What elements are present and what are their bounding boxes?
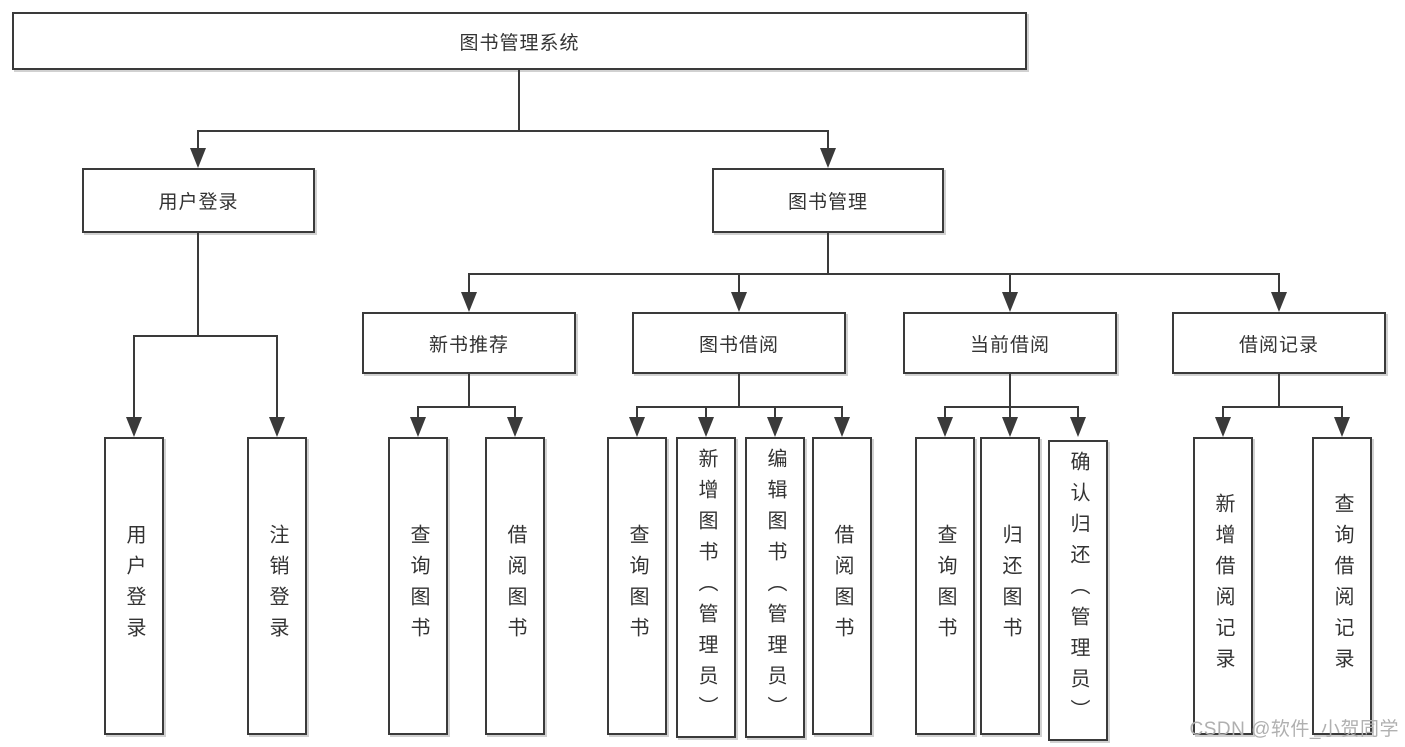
- connector-current-borrow-bar: [944, 406, 1079, 408]
- connector-stem-leaf-logout: [276, 335, 278, 419]
- node-book-management: 图书管理: [712, 168, 944, 233]
- leaf-user-login: 用户登录: [104, 437, 164, 735]
- leaf-query-books-current: 查询图书: [915, 437, 975, 735]
- connector-child-stem: [944, 406, 946, 419]
- arrowhead-down: [269, 417, 285, 437]
- connector-book-borrow-stem: [738, 374, 740, 406]
- connector-child-stem: [1222, 406, 1224, 419]
- connector-new-book-bar: [417, 406, 516, 408]
- leaf-return-book: 归还图书: [980, 437, 1040, 735]
- connector-child-stem: [1341, 406, 1343, 419]
- arrowhead-down: [190, 148, 206, 168]
- connector-borrow-records-bar: [1222, 406, 1343, 408]
- connector-current-borrow-stem: [1009, 374, 1011, 406]
- arrowhead-down: [461, 292, 477, 312]
- leaf-logout: 注销登录: [247, 437, 307, 735]
- arrowhead-down: [1070, 417, 1086, 437]
- connector-stem-borrow-records: [1278, 273, 1280, 293]
- csdn-watermark: CSDN @软件_小贺同学: [1189, 719, 1399, 740]
- connector-stem-user-login: [197, 130, 199, 150]
- connector-book-management-bar: [468, 273, 1280, 275]
- arrowhead-down: [629, 417, 645, 437]
- connector-stem-new-book: [468, 273, 470, 293]
- leaf-add-borrow-record: 新增借阅记录: [1193, 437, 1253, 735]
- leaf-borrow-books: 借阅图书: [812, 437, 872, 735]
- connector-book-management-stem: [827, 233, 829, 273]
- connector-user-login-stem: [197, 233, 199, 335]
- arrowhead-down: [1002, 417, 1018, 437]
- leaf-query-books-borrow: 查询图书: [607, 437, 667, 735]
- connector-stem-current-borrow: [1009, 273, 1011, 293]
- connector-root-stem: [518, 70, 520, 130]
- node-new-book-recommend: 新书推荐: [362, 312, 576, 374]
- connector-child-stem: [636, 406, 638, 419]
- arrowhead-down: [937, 417, 953, 437]
- arrowhead-down: [507, 417, 523, 437]
- connector-borrow-records-stem: [1278, 374, 1280, 406]
- leaf-add-book-admin: 新增图书（管理员）: [676, 437, 736, 738]
- connector-stem-book-borrow: [738, 273, 740, 293]
- connector-book-borrow-bar: [636, 406, 843, 408]
- leaf-edit-book-admin: 编辑图书（管理员）: [745, 437, 805, 738]
- leaf-query-borrow-record: 查询借阅记录: [1312, 437, 1372, 735]
- connector-stem-leaf-user-login: [133, 335, 135, 419]
- connector-child-stem: [514, 406, 516, 419]
- connector-child-stem: [417, 406, 419, 419]
- leaf-borrow-books-recommend: 借阅图书: [485, 437, 545, 735]
- connector-root-bar: [197, 130, 829, 132]
- node-user-login: 用户登录: [82, 168, 315, 233]
- arrowhead-down: [1271, 292, 1287, 312]
- arrowhead-down: [834, 417, 850, 437]
- arrowhead-down: [820, 148, 836, 168]
- arrowhead-down: [1334, 417, 1350, 437]
- connector-new-book-stem: [468, 374, 470, 406]
- leaf-confirm-return-admin: 确认归还（管理员）: [1048, 440, 1108, 741]
- connector-stem-book-management: [827, 130, 829, 150]
- arrowhead-down: [767, 417, 783, 437]
- arrowhead-down: [698, 417, 714, 437]
- node-book-borrow: 图书借阅: [632, 312, 846, 374]
- connector-child-stem: [774, 406, 776, 419]
- arrowhead-down: [1215, 417, 1231, 437]
- connector-child-stem: [1009, 406, 1011, 419]
- node-borrow-records: 借阅记录: [1172, 312, 1386, 374]
- leaf-query-books-recommend: 查询图书: [388, 437, 448, 735]
- arrowhead-down: [410, 417, 426, 437]
- connector-child-stem: [1077, 406, 1079, 419]
- arrowhead-down: [1002, 292, 1018, 312]
- arrowhead-down: [126, 417, 142, 437]
- connector-child-stem: [705, 406, 707, 419]
- node-current-borrow: 当前借阅: [903, 312, 1117, 374]
- connector-child-stem: [841, 406, 843, 419]
- connector-user-login-bar: [133, 335, 278, 337]
- node-library-system: 图书管理系统: [12, 12, 1027, 70]
- arrowhead-down: [731, 292, 747, 312]
